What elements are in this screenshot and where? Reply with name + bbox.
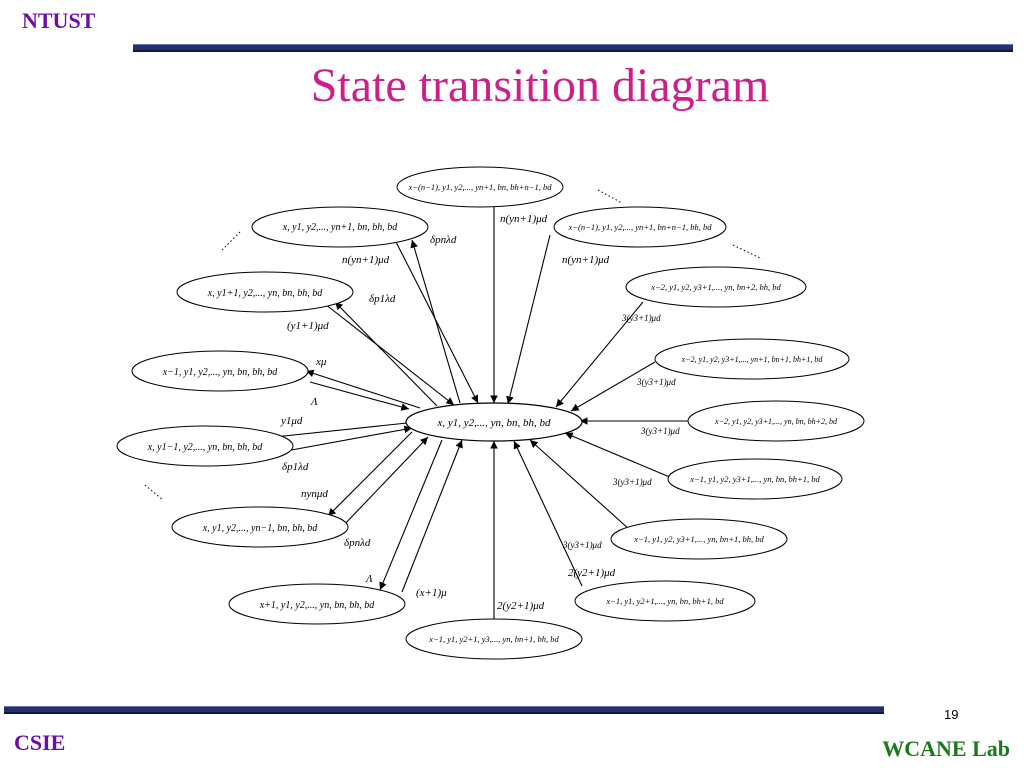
svg-text:x, y1, y2,..., yn+1, bn, bh, b: x, y1, y2,..., yn+1, bn, bh, bd bbox=[282, 222, 399, 233]
slide-title: State transition diagram bbox=[310, 59, 770, 112]
rate-label: 3(y3+1)μd bbox=[640, 426, 680, 436]
svg-text:x, y1+1, y2,..., yn, bn, bh, b: x, y1+1, y2,..., yn, bn, bh, bd bbox=[207, 288, 324, 299]
arrow-left4-in bbox=[274, 425, 413, 454]
svg-text:x, y1, y2,..., yn−1, bn, bh, b: x, y1, y2,..., yn−1, bn, bh, bd bbox=[202, 523, 319, 534]
svg-text:x−2, y1, y2, y3+1,..., yn+1, b: x−2, y1, y2, y3+1,..., yn+1, bn+1, bh+1,… bbox=[681, 355, 824, 364]
svg-text:x−1, y1, y2, y3+1,..., yn, bn,: x−1, y1, y2, y3+1,..., yn, bn, bh+1, bd bbox=[689, 474, 820, 484]
state-node: x−2, y1, y2, y3+1,..., yn+1, bn+1, bh+1,… bbox=[654, 338, 850, 380]
arrow-left2-out bbox=[334, 301, 438, 407]
rate-label: Λ bbox=[365, 573, 373, 585]
arrow-left6-out bbox=[379, 439, 443, 591]
state-node: x−(n−1), y1, y2,..., yn+1, bn, bh+n−1, b… bbox=[396, 166, 564, 208]
state-node: x−1, y1, y2, y3+1,..., yn, bn, bh+1, bd bbox=[667, 458, 843, 500]
arrow-right6-in bbox=[513, 440, 583, 587]
state-node: x−1, y1, y2+1, y3,..., yn, bn+1, bh, bd bbox=[405, 618, 583, 660]
transition-arrows bbox=[264, 206, 688, 623]
svg-text:x−2, y1, y2, y3+1,..., yn, bn,: x−2, y1, y2, y3+1,..., yn, bn, bh+2, bd bbox=[714, 417, 838, 426]
transition-labels: n(yn+1)μd n(yn+1)μd δpnλd n(yn+1)μd δp1λ… bbox=[280, 213, 680, 612]
state-node: x−1, y1, y2, y3+1,..., yn, bn+1, bh, bd bbox=[610, 518, 788, 560]
rate-label: (x+1)μ bbox=[416, 587, 447, 599]
state-node: x−2, y1, y2, y3+1,..., yn, bn, bh+2, bd bbox=[687, 400, 865, 442]
arrow-left3-out bbox=[305, 369, 421, 409]
rate-label: 3(y3+1)μd bbox=[636, 377, 676, 387]
svg-text:x, y1−1, y2,..., yn, bn, bh, b: x, y1−1, y2,..., yn, bn, bh, bd bbox=[147, 442, 264, 453]
state-label: x, y1, y2,..., yn, bn, bh, bd bbox=[436, 417, 551, 429]
svg-text:x−(n−1), y1, y2,..., yn+1, bn+: x−(n−1), y1, y2,..., yn+1, bn+n−1, bh, b… bbox=[568, 222, 713, 232]
state-node: x−(n−1), y1, y2,..., yn+1, bn+n−1, bh, b… bbox=[553, 206, 727, 248]
state-node: x−2, y1, y2, y3+1,..., yn, bn+2, bh, bd bbox=[625, 266, 807, 308]
svg-text:x−1, y1, y2, y3+1,..., yn, bn+: x−1, y1, y2, y3+1,..., yn, bn+1, bh, bd bbox=[633, 534, 764, 544]
arrow-upper-left-out bbox=[410, 239, 461, 404]
rate-label: xμ bbox=[315, 356, 327, 368]
state-transition-diagram: x, y1, y2,..., yn, bn, bh, bd x−(n−1), y… bbox=[116, 166, 865, 660]
state-node: x−1, y1, y2,..., yn, bn, bh, bd bbox=[131, 350, 309, 392]
svg-text:x−1, y1, y2+1, y3,..., yn, bn+: x−1, y1, y2+1, y3,..., yn, bn+1, bh, bd bbox=[428, 634, 559, 644]
rate-label: y1μd bbox=[280, 415, 303, 427]
arrow-right2-in bbox=[570, 361, 656, 412]
state-node: x, y1, y2,..., yn−1, bn, bh, bd bbox=[171, 506, 349, 548]
rate-label: δp1λd bbox=[282, 461, 309, 473]
state-node: x, y1−1, y2,..., yn, bn, bh, bd bbox=[116, 425, 294, 467]
state-nodes: x−(n−1), y1, y2,..., yn+1, bn, bh+n−1, b… bbox=[116, 166, 865, 660]
state-node: x, y1, y2,..., yn+1, bn, bh, bd bbox=[251, 206, 429, 248]
rate-label: (y1+1)μd bbox=[287, 320, 329, 332]
rate-label: δpnλd bbox=[430, 234, 457, 246]
footer-csie: CSIE bbox=[14, 730, 66, 755]
arrow-upper-right-in bbox=[506, 234, 551, 405]
rate-label: 3(y3+1)μd bbox=[562, 540, 602, 550]
rate-label: n(yn+1)μd bbox=[562, 254, 610, 266]
rate-label: n(yn+1)μd bbox=[342, 254, 390, 266]
rate-label: δpnλd bbox=[344, 537, 371, 549]
header-ntust: NTUST bbox=[22, 8, 96, 33]
rate-label: 2(y2+1)μd bbox=[568, 567, 616, 579]
rate-label: nynμd bbox=[301, 488, 328, 500]
ellipsis-dots bbox=[144, 189, 763, 501]
page-number: 19 bbox=[944, 707, 959, 722]
arrow-right4-in bbox=[564, 432, 673, 479]
rate-label: 3(y3+1)μd bbox=[612, 477, 652, 487]
top-rule bbox=[133, 44, 1013, 52]
arrow-right5-in bbox=[529, 439, 631, 531]
state-node: x, y1+1, y2,..., yn, bn, bh, bd bbox=[176, 271, 354, 313]
rate-label: 2(y2+1)μd bbox=[497, 600, 545, 612]
arrow-left2-in bbox=[324, 303, 455, 406]
arrow-left5-out bbox=[327, 431, 413, 517]
svg-text:x−(n−1), y1, y2,..., yn+1, bn,: x−(n−1), y1, y2,..., yn+1, bn, bh+n−1, b… bbox=[408, 182, 553, 192]
arrow-left3-in bbox=[309, 381, 410, 411]
bottom-rule bbox=[4, 706, 884, 714]
svg-text:x+1, y1, y2,..., yn, bn, bh, b: x+1, y1, y2,..., yn, bn, bh, bd bbox=[259, 600, 376, 611]
arrow-left6-in bbox=[401, 439, 463, 593]
svg-text:x−1, y1, y2+1,..., yn, bn, bh+: x−1, y1, y2+1,..., yn, bn, bh+1, bd bbox=[605, 596, 724, 606]
svg-text:x−1, y1, y2,..., yn, bn, bh, b: x−1, y1, y2,..., yn, bn, bh, bd bbox=[162, 367, 279, 378]
state-node: x−1, y1, y2+1,..., yn, bn, bh+1, bd bbox=[574, 580, 756, 622]
rate-label: 3(y3+1)μd bbox=[621, 313, 661, 323]
arrow-right1-in bbox=[555, 301, 644, 408]
rate-label: n(yn+1)μd bbox=[500, 213, 548, 225]
arrow-left4-out bbox=[264, 422, 408, 442]
arrow-left5-in bbox=[341, 436, 429, 528]
rate-label: δp1λd bbox=[369, 293, 396, 305]
svg-text:x−2, y1, y2, y3+1,..., yn, bn+: x−2, y1, y2, y3+1,..., yn, bn+2, bh, bd bbox=[650, 282, 781, 292]
center-state: x, y1, y2,..., yn, bn, bh, bd bbox=[405, 402, 583, 442]
footer-wcane-lab: WCANE Lab bbox=[882, 736, 1010, 761]
rate-label: Λ bbox=[310, 396, 318, 408]
state-node: x+1, y1, y2,..., yn, bn, bh, bd bbox=[228, 583, 406, 625]
